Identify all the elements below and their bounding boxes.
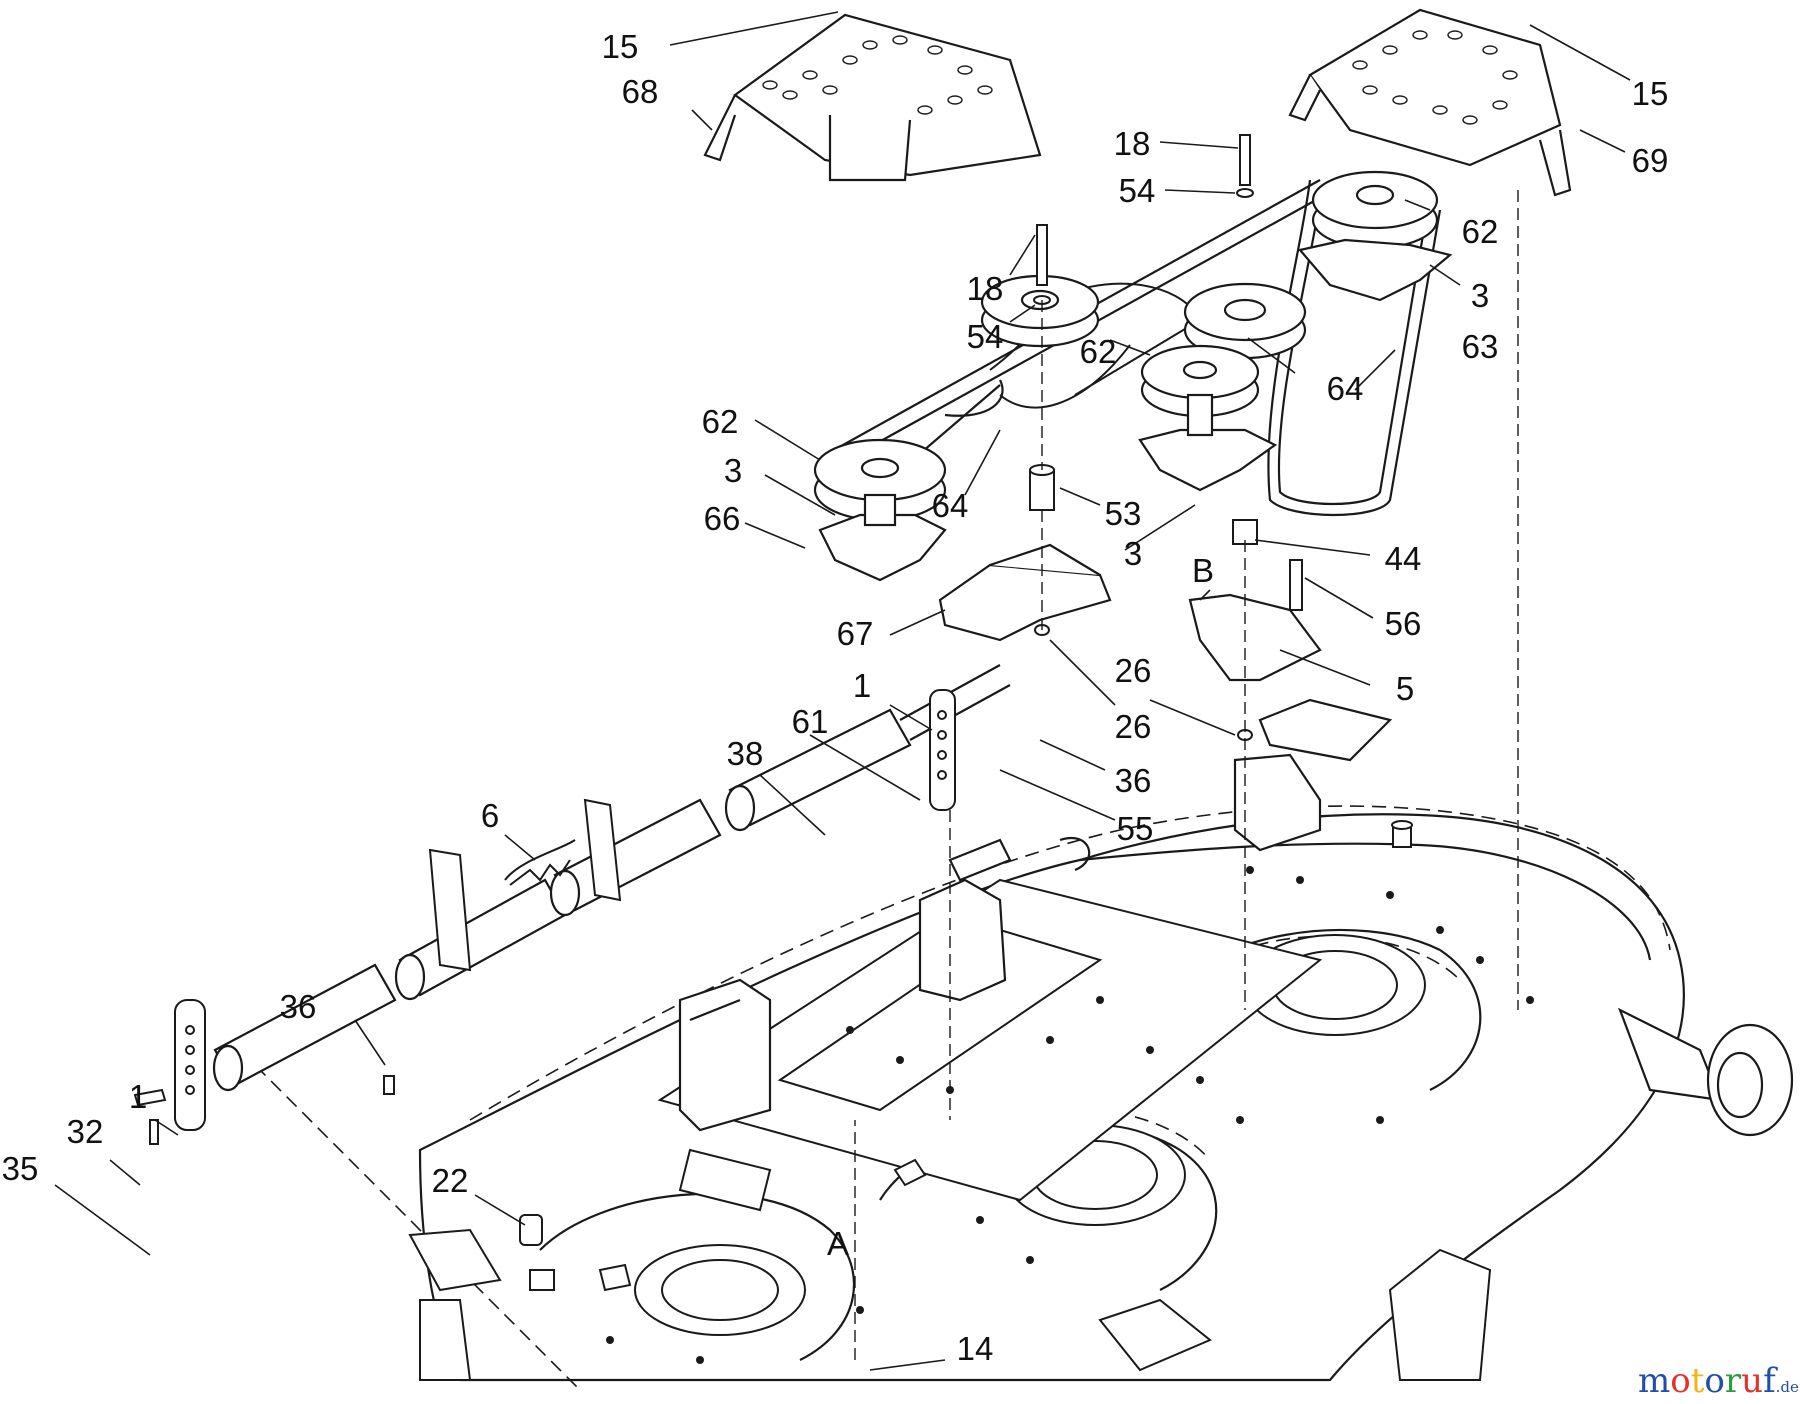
callout-44: 44 bbox=[1385, 540, 1422, 577]
height-bracket-right bbox=[929, 689, 956, 811]
callout-3-top-right: 3 bbox=[1471, 277, 1489, 314]
callout-15-right: 15 bbox=[1632, 75, 1669, 112]
idler-bracket-67 bbox=[938, 543, 1112, 642]
callout-18-center: 18 bbox=[967, 270, 1004, 307]
callout-6: 6 bbox=[481, 797, 499, 834]
belt-cover-holes-left bbox=[762, 35, 993, 115]
callout-53: 53 bbox=[1105, 495, 1142, 532]
callout-14: 14 bbox=[957, 1330, 994, 1367]
motoruf-logo: motoruf.de bbox=[1638, 1361, 1799, 1401]
spring-bracket-6 bbox=[428, 798, 622, 972]
callout-18-right: 18 bbox=[1114, 125, 1151, 162]
callout-26-center: 26 bbox=[1115, 708, 1152, 745]
callout-36-right: 36 bbox=[1115, 762, 1152, 799]
callout-68: 68 bbox=[622, 73, 659, 110]
logo-letter-o2: o bbox=[1704, 1361, 1724, 1401]
svg-text:motoruf.de: motoruf.de bbox=[1638, 1361, 1799, 1401]
callout-56: 56 bbox=[1385, 605, 1422, 642]
rear-bracket bbox=[1098, 1248, 1492, 1381]
pulley-left bbox=[813, 438, 947, 582]
callout-55: 55 bbox=[1117, 810, 1154, 847]
callout-32: 32 bbox=[67, 1113, 104, 1150]
logo-letter-m: m bbox=[1638, 1361, 1670, 1401]
callout-A: A bbox=[827, 1225, 849, 1262]
callout-3-center: 3 bbox=[1124, 535, 1142, 572]
deck-holes bbox=[606, 866, 1534, 1364]
pulley-right bbox=[1297, 170, 1453, 302]
callout-63: 63 bbox=[1462, 328, 1499, 365]
callout-labels: 15 68 15 69 18 54 62 3 18 54 63 62 64 62… bbox=[2, 28, 1669, 1367]
height-bracket-left bbox=[174, 999, 206, 1131]
belt-cover-holes-right bbox=[1352, 30, 1518, 125]
lift-arm-center bbox=[918, 837, 1091, 1002]
belt-cover-right bbox=[1288, 8, 1572, 197]
anti-scalp-wheel bbox=[1617, 1007, 1794, 1137]
callout-5: 5 bbox=[1396, 670, 1414, 707]
logo-suffix: .de bbox=[1776, 1378, 1799, 1396]
callout-64-center: 64 bbox=[932, 487, 969, 524]
lift-arm-left bbox=[678, 978, 772, 1132]
idler-pulley-right bbox=[1183, 282, 1307, 360]
callout-15-left: 15 bbox=[602, 28, 639, 65]
logo-letter-t: t bbox=[1691, 1361, 1705, 1401]
callout-67: 67 bbox=[837, 615, 874, 652]
callout-61: 61 bbox=[792, 703, 829, 740]
callout-38: 38 bbox=[727, 735, 764, 772]
belt-cover-left bbox=[703, 13, 1042, 182]
logo-letter-f: f bbox=[1763, 1361, 1778, 1401]
pivot-bracket bbox=[1233, 753, 1322, 852]
callout-3-left: 3 bbox=[724, 452, 742, 489]
logo-letter-r: r bbox=[1725, 1361, 1742, 1401]
bolt-14-line bbox=[854, 190, 1519, 1360]
callout-62-center: 62 bbox=[1080, 333, 1117, 370]
spindle-openings bbox=[634, 934, 1426, 1336]
front-mount bbox=[408, 1228, 502, 1381]
logo-letter-u: u bbox=[1741, 1361, 1763, 1401]
bolt-column-right bbox=[1232, 134, 1303, 741]
callout-66: 66 bbox=[704, 500, 741, 537]
leader-lines bbox=[54, 11, 1631, 1371]
pulley-center bbox=[1138, 344, 1278, 492]
callout-1-left: 1 bbox=[129, 1078, 147, 1115]
callout-54-right: 54 bbox=[1119, 172, 1156, 209]
logo-letter-o: o bbox=[1670, 1361, 1690, 1401]
callout-69: 69 bbox=[1632, 142, 1669, 179]
callout-1-right: 1 bbox=[853, 667, 871, 704]
callout-64-right: 64 bbox=[1327, 370, 1364, 407]
callout-36-left: 36 bbox=[280, 988, 317, 1025]
callout-62-top-right: 62 bbox=[1462, 213, 1499, 250]
callout-22: 22 bbox=[432, 1162, 469, 1199]
hardware-bits bbox=[133, 820, 1413, 1292]
callout-B: B bbox=[1192, 552, 1214, 589]
callout-35: 35 bbox=[2, 1150, 39, 1187]
callout-62-left: 62 bbox=[702, 403, 739, 440]
callout-26-right: 26 bbox=[1115, 652, 1152, 689]
callout-54-center: 54 bbox=[967, 318, 1004, 355]
idler-arm-5 bbox=[1188, 593, 1393, 762]
